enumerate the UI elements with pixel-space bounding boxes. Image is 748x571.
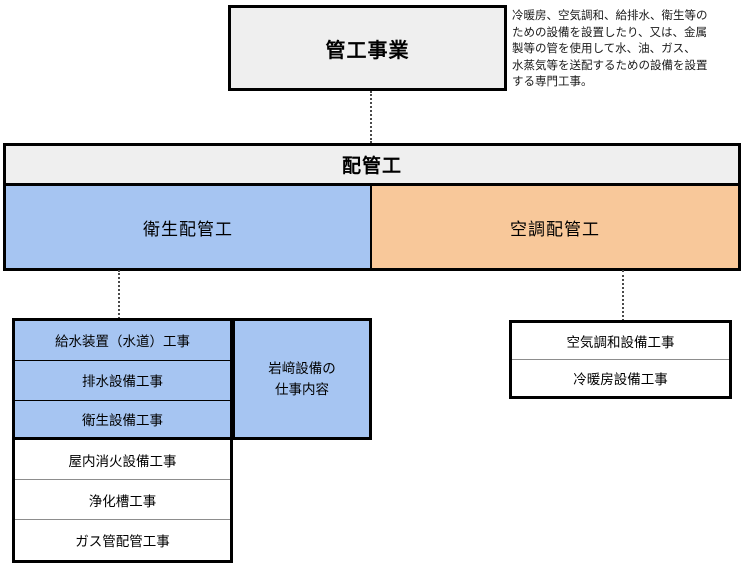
list-item: 排水設備工事 (15, 360, 230, 401)
list-item-label: 排水設備工事 (82, 374, 163, 390)
list-item-label: 空気調和設備工事 (566, 334, 675, 350)
list-item: 空気調和設備工事 (512, 323, 729, 360)
list-item: ガス管配管工事 (15, 520, 230, 560)
list-item-label: 衛生設備工事 (82, 412, 163, 428)
level2-header: 配管工 (6, 146, 738, 186)
list-item-label: 浄化槽工事 (88, 493, 157, 509)
sanitary-works-list: 給水装置（水道）工事 排水設備工事 衛生設備工事 屋内消火設備工事 浄化槽工事 … (12, 318, 233, 563)
list-item-label: ガス管配管工事 (75, 533, 170, 549)
level2-branch-row: 衛生配管工 空調配管工 (6, 186, 738, 268)
list-item: 屋内消火設備工事 (15, 440, 230, 481)
connector-hvac-to-list (622, 270, 624, 321)
branch-sanitary-piping: 衛生配管工 (6, 186, 372, 268)
connector-sanitary-to-list (118, 270, 120, 319)
list-item-label: 冷暖房設備工事 (573, 371, 668, 387)
list-item: 給水装置（水道）工事 (15, 321, 230, 361)
connector-root-to-level2 (370, 91, 372, 143)
root-title-box: 管工事業 (228, 5, 507, 91)
list-item: 浄化槽工事 (15, 480, 230, 520)
branch-hvac-piping-label: 空調配管工 (510, 219, 600, 239)
branch-sanitary-piping-label: 衛生配管工 (143, 219, 233, 239)
level2-group: 配管工 衛生配管工 空調配管工 (3, 143, 741, 271)
list-item-label: 給水装置（水道）工事 (55, 334, 190, 350)
level2-header-label: 配管工 (341, 156, 402, 177)
list-item: 衛生設備工事 (15, 400, 230, 441)
list-item-label: 屋内消火設備工事 (68, 453, 177, 469)
root-title-label: 管工事業 (325, 39, 410, 62)
hvac-works-list: 空気調和設備工事 冷暖房設備工事 (509, 320, 732, 399)
root-description-text: 冷暖房、空気調和、給排水、衛生等の ための設備を設置したり、又は、金属 製等の管… (512, 10, 708, 88)
sanitary-works-group: 給水装置（水道）工事 排水設備工事 衛生設備工事 屋内消火設備工事 浄化槽工事 … (12, 318, 372, 563)
work-scope-box: 岩﨑設備の 仕事内容 (233, 318, 372, 440)
branch-hvac-piping: 空調配管工 (372, 186, 738, 268)
list-item: 冷暖房設備工事 (512, 360, 729, 397)
